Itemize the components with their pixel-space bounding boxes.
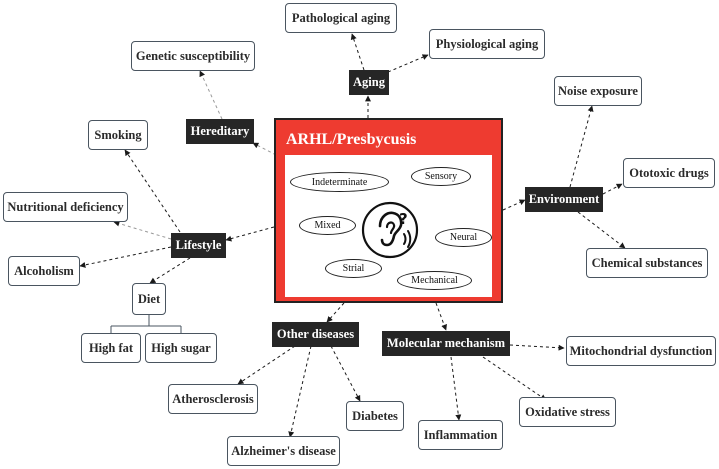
link-molecular-mitochondrial	[509, 344, 565, 351]
mitochondrial-dysfunction-node: Mitochondrial dysfunction	[566, 336, 716, 366]
oxidative-stress-node: Oxidative stress	[519, 397, 616, 427]
link-aging-pathological	[350, 33, 365, 71]
center-title: ARHL/Presbycusis	[286, 131, 417, 148]
type-mechanical: Mechanical	[397, 271, 472, 290]
type-strial: Strial	[325, 259, 382, 278]
link-lifestyle-diet	[149, 257, 191, 284]
alzheimers-node: Alzheimer's disease	[227, 436, 340, 466]
hereditary-category: Hereditary	[186, 119, 254, 144]
link-lifestyle-smoking	[124, 149, 181, 233]
link-center-molecular	[435, 302, 447, 331]
link-molecular-oxidative	[482, 356, 547, 401]
link-other-alzheimers	[288, 345, 312, 438]
link-aging-physiological	[387, 54, 429, 73]
physiological-aging-node: Physiological aging	[429, 29, 545, 59]
environment-category: Environment	[525, 187, 603, 212]
link-center-other	[326, 302, 345, 323]
diet-node: Diet	[132, 283, 166, 315]
diabetes-node: Diabetes	[346, 401, 404, 431]
smoking-node: Smoking	[88, 120, 148, 150]
link-center-environment	[502, 199, 526, 211]
type-mixed: Mixed	[299, 216, 356, 235]
link-lifestyle-alcoholism	[79, 246, 172, 268]
svg-text:?: ?	[399, 210, 408, 228]
arhl-center-node: ARHL/Presbycusis Indeterminate Sensory M…	[274, 118, 503, 303]
link-environment-noise	[569, 105, 594, 188]
nutritional-deficiency-node: Nutritional deficiency	[3, 192, 128, 222]
link-other-atherosclerosis	[237, 345, 296, 385]
lifestyle-category: Lifestyle	[171, 233, 226, 258]
link-environment-chemical	[577, 211, 626, 249]
link-environment-ototoxic	[602, 183, 623, 195]
link-hereditary-genetic	[199, 70, 223, 120]
noise-exposure-node: Noise exposure	[554, 76, 642, 106]
other-diseases-category: Other diseases	[272, 322, 359, 347]
link-molecular-inflammation	[450, 356, 462, 421]
genetic-susceptibility-node: Genetic susceptibility	[131, 41, 255, 71]
pathological-aging-node: Pathological aging	[285, 3, 397, 33]
chemical-substances-node: Chemical substances	[586, 248, 708, 278]
inflammation-node: Inflammation	[418, 420, 503, 450]
ototoxic-drugs-node: Ototoxic drugs	[623, 158, 715, 188]
link-other-diabetes	[330, 345, 361, 402]
molecular-mechanism-category: Molecular mechanism	[382, 331, 510, 356]
type-sensory: Sensory	[411, 167, 471, 186]
ear-question-icon: ?	[361, 201, 419, 259]
type-neural: Neural	[435, 228, 492, 247]
high-sugar-node: High sugar	[145, 333, 217, 363]
atherosclerosis-node: Atherosclerosis	[168, 384, 258, 414]
type-indeterminate: Indeterminate	[290, 172, 389, 192]
link-center-hereditary	[252, 142, 277, 156]
alcoholism-node: Alcoholism	[8, 256, 80, 286]
high-fat-node: High fat	[81, 333, 141, 363]
link-center-lifestyle	[225, 226, 275, 242]
presbycusis-types-panel: Indeterminate Sensory Mixed Neural Stria…	[285, 155, 492, 297]
link-lifestyle-nutrition	[113, 220, 172, 240]
aging-category: Aging	[349, 70, 389, 95]
